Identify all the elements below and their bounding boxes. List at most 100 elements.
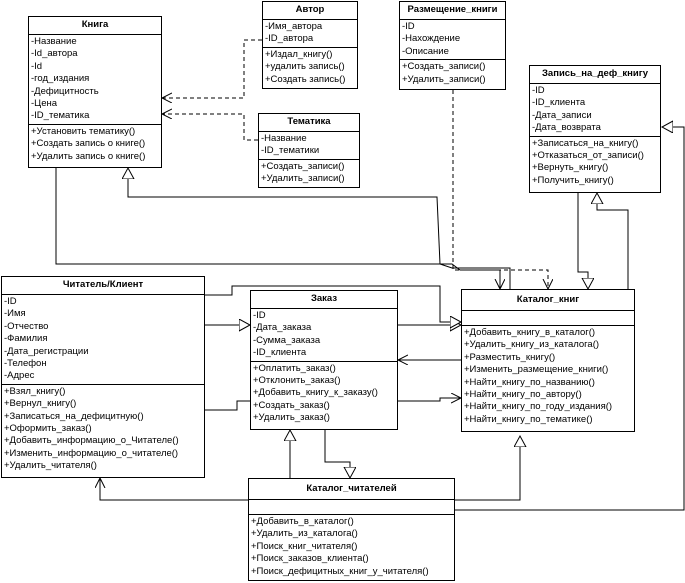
- operation: +Записаться_на_книгу(): [532, 137, 639, 149]
- operation: +Создать_заказ(): [253, 399, 330, 411]
- class-katalog-knig[interactable]: Каталог_книг +Добавить_книгу_в_каталог()…: [461, 289, 635, 432]
- operations-section: +Добавить_книгу_в_каталог() +Удалить_кни…: [462, 326, 634, 427]
- attribute: -ID: [4, 296, 17, 307]
- operation: +Изменить_размещение_книги(): [464, 364, 609, 376]
- class-title: Книга: [29, 17, 161, 35]
- attribute: -ID: [532, 85, 545, 96]
- attribute: -ID: [253, 310, 266, 321]
- attribute: -Название: [31, 36, 77, 47]
- operation: +Поиск_заказов_клиента(): [251, 553, 369, 565]
- operation: +Отклонить_заказ(): [253, 375, 341, 387]
- operation: +Добавить_в_каталог(): [251, 516, 354, 527]
- attributes-section: -ID -Дата_заказа -Сумма_заказа -ID_клиен…: [251, 309, 397, 362]
- class-kniga[interactable]: Книга -Название -Id_автора -Id -год_изда…: [28, 16, 162, 168]
- attribute: -Дата_регистрации: [4, 345, 89, 357]
- operations-section: +Добавить_в_каталог() +Удалить_из_катало…: [249, 515, 454, 579]
- attribute: -Цена: [31, 98, 58, 110]
- class-title: Каталог_читателей: [249, 479, 454, 500]
- operation: +Создать запись(): [265, 73, 346, 85]
- operation: +Вернуть_книгу(): [532, 162, 609, 174]
- attribute: -ID_автора: [265, 33, 314, 45]
- operation: +удалить запись(): [265, 61, 345, 73]
- operation: +Вернул_книгу(): [4, 398, 77, 410]
- attributes-section: -ID -ID_клиента -Дата_записи -Дата_возвр…: [530, 84, 660, 137]
- attribute: -ID: [402, 21, 415, 32]
- operation: +Удалить_читателя(): [4, 460, 97, 472]
- operations-section: +Создать_записи() +Удалить_записи(): [400, 60, 505, 87]
- operation: +Добавить_информацию_о_Читателе(): [4, 435, 179, 447]
- operation: +Оплатить_заказ(): [253, 362, 336, 374]
- attribute: -Телефон: [4, 358, 47, 370]
- operation: +Найти_книгу_по_автору(): [464, 389, 582, 401]
- operation: +Записаться_на_дефицитную(): [4, 410, 144, 422]
- link-chitatel-katalog: [205, 285, 461, 322]
- attribute: -Id_автора: [31, 48, 78, 60]
- attributes-section: -Имя_автора -ID_автора: [263, 20, 357, 48]
- attributes-section: -ID -Нахождение -Описание: [400, 20, 505, 61]
- attribute: -Дата_записи: [532, 109, 592, 121]
- attribute: -ID_тематика: [31, 110, 90, 122]
- operations-section: +Оплатить_заказ() +Отклонить_заказ() +До…: [251, 362, 397, 426]
- dependency-tematika-kniga: [162, 114, 258, 141]
- operation: +Установить тематику(): [31, 125, 136, 137]
- class-title: Каталог_книг: [462, 290, 634, 311]
- operations-section: +Издал_книгу() +удалить запись() +Создат…: [263, 48, 357, 87]
- attributes-section: -Название -ID_тематики: [259, 132, 359, 160]
- operation: +Удалить_книгу_из_каталога(): [464, 339, 600, 351]
- attribute: -ID_клиента: [253, 347, 307, 359]
- operation: +Удалить_записи(): [402, 73, 486, 85]
- class-title: Запись_на_деф_книгу: [530, 66, 660, 84]
- class-avtor[interactable]: Автор -Имя_автора -ID_автора +Издал_книг…: [262, 1, 358, 89]
- link-zapis-katalog: [577, 193, 588, 289]
- operation: +Найти_книгу_по_тематике(): [464, 413, 593, 425]
- attribute: -Фамилия: [4, 333, 48, 345]
- link-katalog-zapis-right: [455, 127, 685, 511]
- operations-section: +Создать_записи() +Удалить_записи(): [259, 160, 359, 187]
- operation: +Найти_книгу_по_названию(): [464, 376, 595, 388]
- operation: +Взял_книгу(): [4, 385, 66, 397]
- link-katalog-chitateley-chitatel: [100, 478, 248, 501]
- operations-section: +Взял_книгу() +Вернул_книгу() +Записатьс…: [2, 385, 204, 474]
- operation: +Поиск_дефицитных_книг_у_читателя(): [251, 565, 429, 577]
- attribute: -год_издания: [31, 73, 90, 85]
- attributes-section: -Название -Id_автора -Id -год_издания -Д…: [29, 35, 161, 125]
- operation: +Создать_записи(): [261, 160, 345, 172]
- attribute: -Сумма_заказа: [253, 334, 321, 346]
- class-zapis[interactable]: Запись_на_деф_книгу -ID -ID_клиента -Дат…: [529, 65, 661, 193]
- operation: +Создать_записи(): [402, 61, 486, 73]
- class-razmeshchenie[interactable]: Размещение_книги -ID -Нахождение -Описан…: [399, 1, 506, 90]
- operation: +Удалить_из_каталога(): [251, 528, 358, 540]
- operation: +Добавить_книгу_к_заказу(): [253, 387, 378, 399]
- link-katalog-zapis: [597, 193, 629, 289]
- class-title: Тематика: [259, 114, 359, 132]
- class-katalog-chitateley[interactable]: Каталог_читателей +Добавить_в_каталог() …: [248, 478, 455, 581]
- class-chitatel[interactable]: Читатель/Клиент -ID -Имя -Отчество -Фами…: [1, 276, 205, 478]
- class-title: Заказ: [251, 291, 397, 309]
- attributes-section: -ID -Имя -Отчество -Фамилия -Дата_регист…: [2, 295, 204, 385]
- attribute: -Имя_автора: [265, 21, 323, 32]
- operation: +Оформить_заказ(): [4, 423, 92, 435]
- operations-section: +Записаться_на_книгу() +Отказаться_от_за…: [530, 137, 660, 189]
- operations-section: +Установить тематику() +Создать запись о…: [29, 125, 161, 164]
- attributes-section: [462, 311, 634, 326]
- attributes-section: [249, 500, 454, 515]
- class-title: Читатель/Клиент: [2, 277, 204, 295]
- operation: +Удалить_записи(): [261, 173, 345, 185]
- attribute: -Отчество: [4, 320, 49, 332]
- class-tematika[interactable]: Тематика -Название -ID_тематики +Создать…: [258, 113, 360, 188]
- attribute: -Имя: [4, 308, 26, 320]
- dependency-avtor-kniga: [162, 39, 262, 98]
- attribute: -Дата_заказа: [253, 322, 312, 334]
- link-kniga-down: [55, 168, 500, 289]
- operation: +Добавить_книгу_в_каталог(): [464, 327, 596, 338]
- attribute: -ID_тематики: [261, 145, 320, 157]
- operation: +Получить_книгу(): [532, 174, 614, 186]
- attribute: -Нахождение: [402, 33, 461, 45]
- operation: +Удалить запись о книге(): [31, 150, 146, 162]
- attribute: -Адрес: [4, 370, 35, 382]
- operation: +Изменить_информацию_о_читателе(): [4, 447, 179, 459]
- link-katalog-chitateley-katalog: [455, 436, 520, 501]
- class-title: Размещение_книги: [400, 2, 505, 20]
- class-zakaz[interactable]: Заказ -ID -Дата_заказа -Сумма_заказа -ID…: [250, 290, 398, 430]
